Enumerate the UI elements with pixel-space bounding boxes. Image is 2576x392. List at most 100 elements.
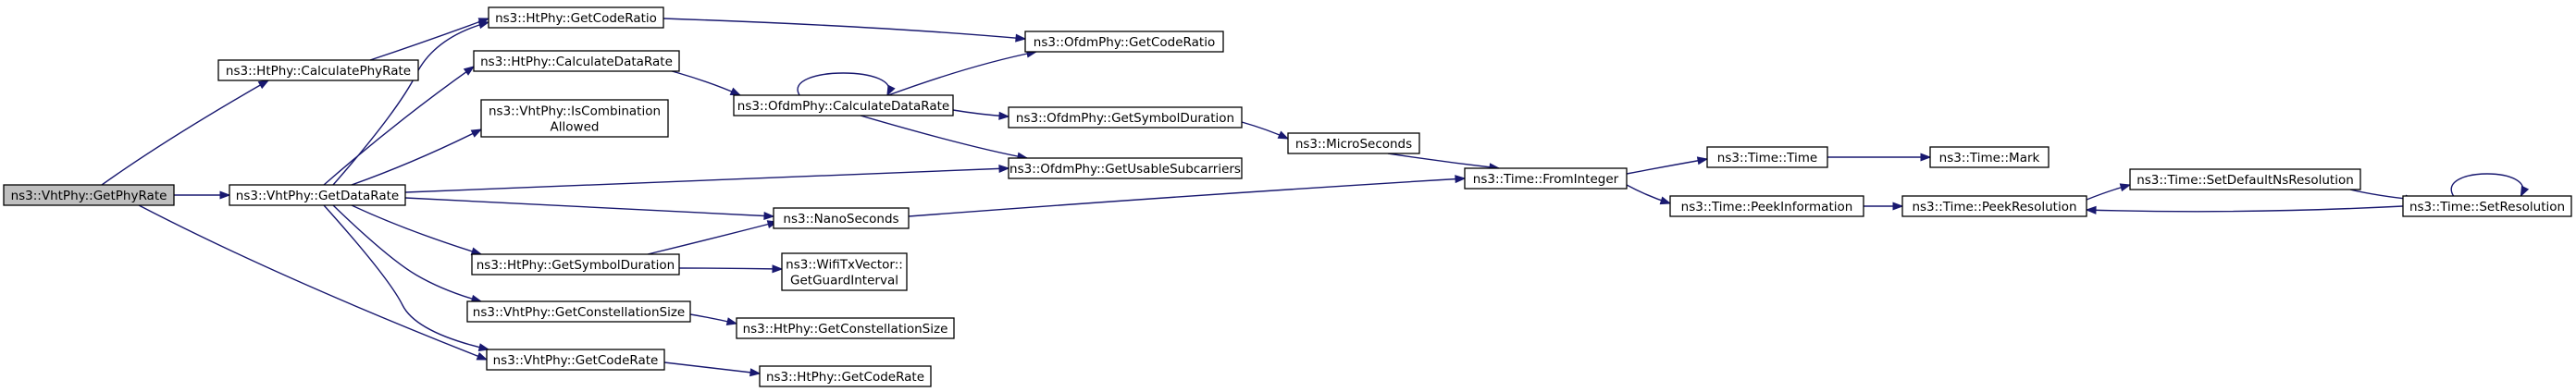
edge-getphyrate-to-getdatarate <box>173 190 231 200</box>
node-label: ns3::Time::PeekInformation <box>1681 200 1853 214</box>
node-box <box>473 50 680 72</box>
edge-line <box>1626 158 1708 175</box>
node-peekinformation[interactable]: ns3::Time::PeekInformation <box>1669 195 1864 217</box>
edge-ofdm_calcdatarate-to-ofdm_getusable <box>860 115 1029 161</box>
node-label: ns3::HtPhy::CalculateDataRate <box>480 55 673 69</box>
edge-ofdm_getsymbolduration-to-microseconds <box>1241 121 1290 140</box>
node-box <box>471 253 680 276</box>
node-mark[interactable]: ns3::Time::Mark <box>1929 146 2050 168</box>
node-ht_getcoderate[interactable]: ns3::HtPhy::GetCodeRate <box>759 365 932 387</box>
node-setresolution[interactable]: ns3::Time::SetResolution <box>2402 195 2572 217</box>
node-ht_getsymbolduration[interactable]: ns3::HtPhy::GetSymbolDuration <box>471 253 680 276</box>
edge-arrowhead <box>749 368 762 377</box>
edge-getdatarate-to-vht_getcoderate <box>323 204 490 352</box>
node-ht_getconstsize[interactable]: ns3::HtPhy::GetConstellationSize <box>736 317 955 339</box>
edge-getdatarate-to-ht_calcdatarate <box>323 66 476 186</box>
node-box <box>480 99 669 138</box>
node-box <box>773 207 910 229</box>
node-label: ns3::Time::FromInteger <box>1473 172 1619 187</box>
edge-arrowhead <box>998 164 1010 173</box>
edge-arrowhead <box>470 129 483 138</box>
edge-line <box>351 129 482 186</box>
node-box <box>1287 132 1420 154</box>
node-box <box>1024 31 1224 53</box>
edge-arrowhead <box>1696 156 1709 165</box>
node-box <box>733 94 954 116</box>
node-peekresolution[interactable]: ns3::Time::PeekResolution <box>1901 195 2087 217</box>
edge-ht_getsymbolduration-to-getguardinterval <box>678 264 784 274</box>
edge-line <box>332 204 482 302</box>
edge-line <box>663 361 761 374</box>
node-label: ns3::VhtPhy::GetDataRate <box>236 189 399 203</box>
node-ofdm_getsymbolduration[interactable]: ns3::OfdmPhy::GetSymbolDuration <box>1008 106 1243 129</box>
edge-arrowhead <box>476 351 489 361</box>
edge-nanoseconds-to-frominteger <box>908 175 1467 217</box>
edge-line <box>404 167 1009 193</box>
node-ofdm_getcoderatio[interactable]: ns3::OfdmPhy::GetCodeRatio <box>1024 31 1224 53</box>
edge-vht_getcoderate-to-ht_getcoderate <box>663 361 762 377</box>
node-box <box>486 349 665 371</box>
node-box <box>736 317 955 339</box>
edge-setresolution-to-peekresolution <box>2085 205 2404 214</box>
node-getdatarate[interactable]: ns3::VhtPhy::GetDataRate <box>229 184 406 206</box>
node-vht_getcoderate[interactable]: ns3::VhtPhy::GetCodeRate <box>486 349 665 371</box>
edge-arrowhead <box>2119 183 2132 192</box>
node-getguardinterval[interactable]: ns3::WifiTxVector::GetGuardInterval <box>781 252 908 291</box>
call-graph-edges <box>101 18 2530 377</box>
edge-line <box>369 18 489 61</box>
edge-arrowhead <box>463 66 476 76</box>
edge-line <box>678 267 783 270</box>
edge-line <box>101 80 269 186</box>
node-ofdm_calcdatarate[interactable]: ns3::OfdmPhy::CalculateDataRate <box>733 94 954 116</box>
node-label: ns3::VhtPhy::IsCombination <box>489 104 661 119</box>
node-getphyrate[interactable]: ns3::VhtPhy::GetPhyRate <box>3 184 175 206</box>
edge-arrowhead <box>1659 196 1672 205</box>
node-label: ns3::OfdmPhy::CalculateDataRate <box>737 99 949 114</box>
node-box <box>229 184 406 206</box>
node-label: Allowed <box>551 120 600 135</box>
edge-line <box>797 72 890 96</box>
edge-arrowhead <box>725 317 738 326</box>
edge-ofdm_calcdatarate-to-ofdm_getsymbolduration <box>952 109 1010 120</box>
node-setdefaultns[interactable]: ns3::Time::SetDefaultNsResolution <box>2129 168 2361 190</box>
node-box <box>217 59 419 81</box>
node-box <box>781 252 908 291</box>
edge-getphyrate-to-calcphyrate <box>101 80 270 186</box>
edge-peekresolution-to-setdefaultns <box>2086 183 2132 201</box>
edge-arrowhead <box>477 20 490 30</box>
node-nanoseconds[interactable]: ns3::NanoSeconds <box>773 207 910 229</box>
edge-arrowhead <box>998 111 1010 120</box>
edge-getdatarate-to-ofdm_getusable <box>404 164 1010 193</box>
edge-arrowhead <box>1455 175 1467 184</box>
edge-getdatarate-to-iscombination <box>351 129 483 186</box>
edge-line <box>647 221 778 255</box>
node-frominteger[interactable]: ns3::Time::FromInteger <box>1464 167 1628 190</box>
edge-line <box>138 204 488 361</box>
edge-frominteger-to-peekinformation <box>1626 184 1672 205</box>
edge-line <box>908 178 1466 217</box>
node-box <box>1464 167 1628 190</box>
node-ht_getcoderatio[interactable]: ns3::HtPhy::GetCodeRatio <box>488 6 664 29</box>
edge-vht_getconstsize-to-ht_getconstsize <box>689 313 738 326</box>
node-label: ns3::VhtPhy::GetCodeRate <box>493 353 659 368</box>
node-label: ns3::Time::Time <box>1717 151 1817 165</box>
edge-arrowhead <box>257 80 270 90</box>
node-time[interactable]: ns3::Time::Time <box>1706 146 1828 168</box>
edge-line <box>323 204 489 350</box>
node-ht_calcdatarate[interactable]: ns3::HtPhy::CalculateDataRate <box>473 50 680 72</box>
node-vht_getconstsize[interactable]: ns3::VhtPhy::GetConstellationSize <box>466 300 691 323</box>
edge-line <box>323 66 475 186</box>
node-box <box>3 184 175 206</box>
edge-calcphyrate-to-ht_getcoderatio <box>369 18 490 61</box>
edge-getdatarate-to-ht_getsymbolduration <box>351 204 483 256</box>
node-ofdm_getusable[interactable]: ns3::OfdmPhy::GetUsableSubcarriers <box>1008 157 1243 179</box>
node-microseconds[interactable]: ns3::MicroSeconds <box>1287 132 1420 154</box>
edge-arrowhead <box>2085 205 2097 214</box>
node-calcphyrate[interactable]: ns3::HtPhy::CalculatePhyRate <box>217 59 419 81</box>
edge-line <box>663 18 1026 40</box>
node-label: ns3::OfdmPhy::GetCodeRatio <box>1034 35 1215 50</box>
node-label: ns3::WifiTxVector:: <box>786 258 903 273</box>
edge-arrowhead <box>886 84 896 97</box>
node-label: ns3::NanoSeconds <box>783 212 898 227</box>
